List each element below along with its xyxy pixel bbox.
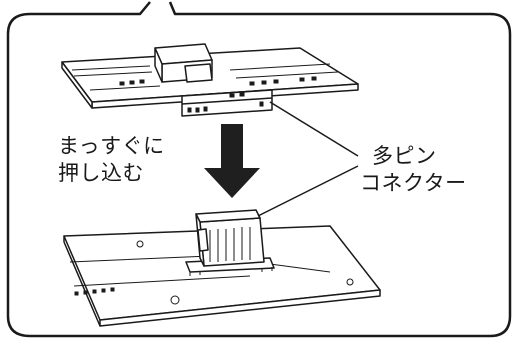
module-board-details [71, 63, 339, 113]
multi-pin-connector [185, 209, 275, 273]
push-instruction-line2: 押し込む [58, 161, 144, 185]
connector-label-line2: コネクター [360, 171, 467, 195]
main-board [63, 225, 381, 327]
callout-bubble-outline [6, 1, 512, 338]
push-instruction-line1: まっすぐに [58, 134, 165, 158]
connector-leader-lines [257, 101, 359, 217]
module-board [61, 43, 359, 117]
push-down-arrow [204, 124, 260, 198]
main-board-details [74, 240, 354, 305]
connector-label-line1: 多ピン [372, 144, 437, 168]
connector-pins [189, 227, 273, 276]
